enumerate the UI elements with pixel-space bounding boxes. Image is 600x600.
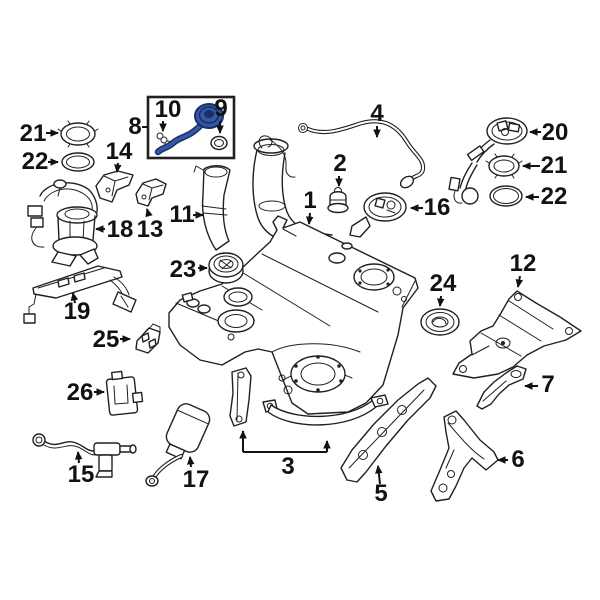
part-cap-seal [210, 135, 228, 151]
callout-label[interactable]: 26 [67, 379, 94, 406]
callout-label[interactable]: 20 [542, 119, 569, 146]
callout-label[interactable]: 16 [424, 194, 451, 221]
callout-4[interactable]: 4 [370, 100, 384, 138]
callout-23[interactable]: 23 [170, 256, 208, 283]
callout-label[interactable]: 19 [64, 298, 91, 325]
callout-25[interactable]: 25 [93, 326, 131, 353]
part-filler-cap-highlight [154, 103, 224, 156]
part-rollover-valve [327, 187, 349, 214]
callout-21-right[interactable]: 21 [522, 152, 568, 179]
callout-20[interactable]: 20 [529, 119, 569, 146]
callout-12[interactable]: 12 [510, 250, 537, 288]
part-grommet [420, 308, 460, 336]
part-support-bracket-a [340, 377, 437, 483]
callout-22-left[interactable]: 22 [22, 148, 59, 175]
callout-label[interactable]: 21 [541, 152, 568, 179]
part-sending-unit-right [448, 117, 528, 205]
part-support-bracket-b [430, 410, 499, 502]
callout-24[interactable]: 24 [430, 270, 457, 307]
leader-arrow [305, 212, 314, 225]
callout-3[interactable]: 3 [239, 430, 331, 480]
leader-arrow [74, 451, 83, 464]
callout-21-left[interactable]: 21 [20, 120, 59, 147]
part-heat-shield [452, 290, 582, 379]
callout-label[interactable]: 23 [170, 256, 197, 283]
callout-label[interactable]: 6 [511, 446, 524, 473]
callout-label[interactable]: 24 [430, 270, 457, 297]
callout-label[interactable]: 5 [374, 480, 387, 507]
callout-13[interactable]: 13 [137, 208, 164, 243]
callout-label[interactable]: 1 [303, 187, 316, 214]
part-seal-ring-right [489, 185, 523, 207]
callout-22-right[interactable]: 22 [525, 183, 568, 210]
callout-7[interactable]: 7 [524, 371, 555, 398]
callout-label[interactable]: 12 [510, 250, 537, 277]
callout-label[interactable]: 7 [541, 371, 554, 398]
leader-arrow [114, 162, 122, 173]
callout-11[interactable]: 11 [169, 201, 204, 228]
callout-label[interactable]: 9 [214, 95, 227, 122]
callout-1[interactable]: 1 [303, 187, 317, 225]
part-lock-ring-right [485, 153, 523, 179]
callout-18[interactable]: 18 [95, 216, 134, 243]
callout-label[interactable]: 17 [183, 466, 210, 493]
callout-label[interactable]: 13 [137, 216, 164, 243]
leader-arrow [436, 295, 445, 307]
callout-9[interactable]: 9 [214, 95, 228, 134]
callout-label[interactable]: 2 [333, 150, 346, 177]
part-lock-ring-left [57, 120, 99, 148]
callout-5[interactable]: 5 [374, 465, 388, 507]
leader-arrow [186, 456, 195, 468]
callout-16[interactable]: 16 [410, 194, 451, 221]
part-fuel-filter [145, 403, 211, 487]
part-valve-with-harness [32, 433, 137, 478]
callout-label[interactable]: 11 [169, 201, 194, 228]
part-mount-bracket-b [135, 178, 167, 207]
callout-label[interactable]: 22 [22, 148, 49, 175]
callout-10[interactable]: 10 [155, 96, 182, 132]
leader-arrow [145, 208, 153, 218]
part-fuel-pump-assembly [27, 179, 99, 267]
part-clip-bracket [135, 323, 161, 354]
leader-arrow [515, 275, 524, 288]
part-fuel-tank [168, 215, 419, 415]
part-filler-pipe-shield [193, 165, 231, 251]
callout-label[interactable]: 25 [93, 326, 120, 353]
callout-label[interactable]: 14 [106, 138, 133, 165]
part-wiring-harness [23, 265, 137, 324]
part-fuel-level-sender [349, 192, 407, 238]
callout-8[interactable]: 8 [128, 113, 148, 140]
callout-19[interactable]: 19 [64, 292, 91, 325]
part-mount-bracket-a [95, 170, 134, 203]
callout-label[interactable]: 22 [541, 183, 568, 210]
part-pump-cover-cap [208, 252, 244, 284]
leader-arrow [70, 292, 79, 304]
part-tank-straps [229, 367, 389, 427]
callout-label[interactable]: 18 [107, 216, 134, 243]
callout-label[interactable]: 10 [155, 96, 182, 123]
callout-15[interactable]: 15 [68, 451, 95, 488]
part-vent-hose [298, 119, 426, 189]
leader-arrow [375, 465, 383, 485]
callout-17[interactable]: 17 [183, 456, 210, 493]
callout-label[interactable]: 3 [281, 453, 294, 480]
callout-26[interactable]: 26 [67, 379, 105, 406]
callout-label[interactable]: 8 [128, 113, 141, 140]
part-support-bracket-c [476, 365, 527, 410]
callout-6[interactable]: 6 [497, 446, 525, 473]
callout-label[interactable]: 21 [20, 120, 47, 147]
callout-14[interactable]: 14 [106, 138, 133, 173]
callout-label[interactable]: 4 [370, 100, 384, 127]
callout-label[interactable]: 15 [68, 461, 95, 488]
callout-2[interactable]: 2 [333, 150, 347, 187]
part-control-module [105, 370, 144, 416]
part-seal-ring-left [61, 152, 95, 172]
